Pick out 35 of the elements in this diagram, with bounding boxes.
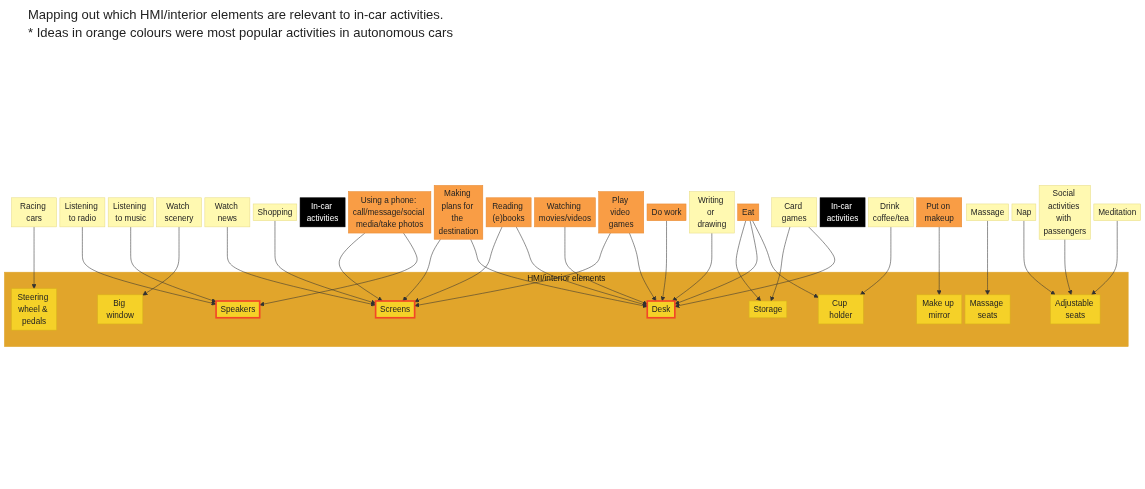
node-box: Listening to radio bbox=[59, 197, 106, 228]
node-box: Using a phone: call/message/social media/take photos bbox=[348, 191, 432, 234]
node-box: Watching movies/videos bbox=[534, 197, 596, 228]
node-box: Screens bbox=[374, 300, 416, 319]
node-box: Writing or drawing bbox=[689, 191, 735, 234]
node-box: Watch scenery bbox=[156, 197, 202, 228]
node-box: Adjustable seats bbox=[1050, 294, 1101, 325]
node-box: Social activities with passengers bbox=[1038, 185, 1091, 240]
node-box: Play video games bbox=[598, 191, 644, 234]
node-box: In-car activities bbox=[819, 197, 866, 228]
node-box: Watch news bbox=[204, 197, 251, 228]
node-box: In-car activities bbox=[299, 197, 346, 228]
node-box: Making plans for the destination bbox=[433, 185, 484, 240]
node-box: Cup holder bbox=[818, 294, 864, 325]
node-box: Nap bbox=[1011, 203, 1037, 221]
title: Mapping out which HMI/interior elements are relevant to in-car activities. bbox=[28, 6, 445, 24]
node-box: Massage bbox=[966, 203, 1009, 221]
caption: * Ideas in orange colours were most popular activities in autonomous cars bbox=[28, 24, 453, 42]
node-box: Shopping bbox=[252, 203, 298, 221]
node-box: Racing cars bbox=[11, 197, 57, 228]
node-box: Massage seats bbox=[964, 294, 1011, 325]
node-box: Card games bbox=[771, 197, 818, 228]
node-box: Steering wheel & pedals bbox=[11, 288, 57, 331]
node-box: Put on makeup bbox=[916, 197, 962, 228]
node-box: Storage bbox=[748, 300, 787, 319]
node-box: Speakers bbox=[215, 300, 261, 319]
node-box: Big window bbox=[97, 294, 144, 325]
node-box: Eat bbox=[737, 203, 760, 221]
node-box: Make up mirror bbox=[916, 294, 962, 325]
node-box: Drink coffee/tea bbox=[868, 197, 914, 228]
node-box: Do work bbox=[646, 203, 687, 221]
node-box: Listening to music bbox=[107, 197, 154, 228]
node-box: Reading (e)books bbox=[485, 197, 532, 228]
node-box: Desk bbox=[646, 300, 676, 319]
node-box: Meditation bbox=[1093, 203, 1141, 221]
